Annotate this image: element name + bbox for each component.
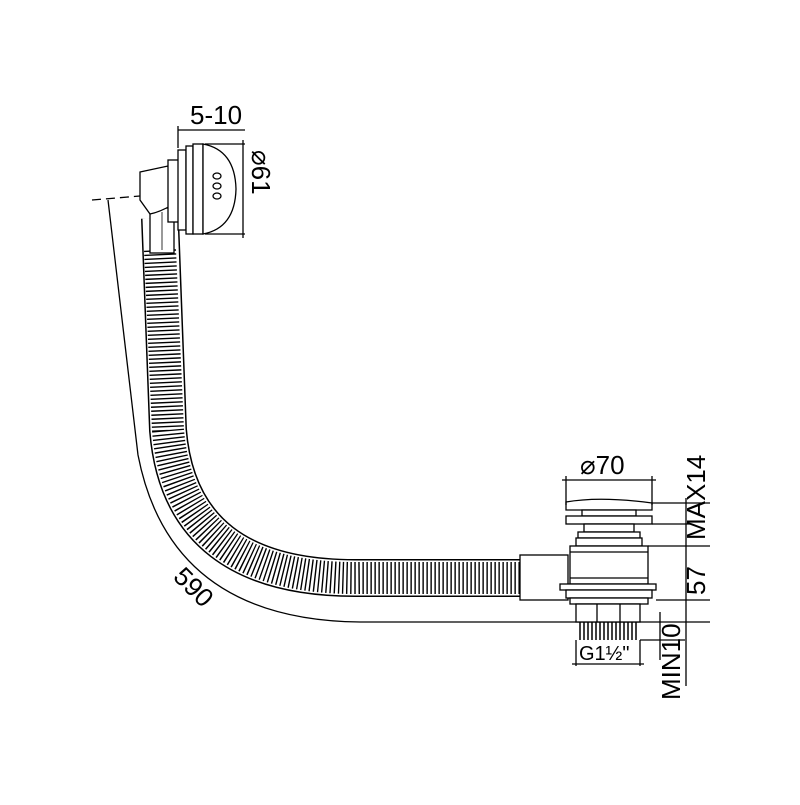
height-dimension-lines (640, 498, 710, 686)
cable-length-label: 590 (168, 561, 220, 613)
cable-outline (107, 199, 710, 623)
thread-dimension (572, 640, 644, 666)
min-height-label: MIN10 (656, 623, 686, 700)
corrugated-hose (141, 217, 540, 598)
overflow-depth-label: 5-10 (190, 100, 242, 130)
waste-diameter-label: ⌀70 (580, 450, 625, 480)
thread-label: G1½" (579, 643, 629, 665)
overflow-fitting (139, 143, 237, 235)
overflow-diameter-dimension (205, 140, 245, 238)
max-height-label: MAX14 (681, 455, 711, 540)
waste-fitting (559, 498, 657, 623)
waste-diameter-dimension (562, 476, 656, 505)
overflow-diameter-label: ⌀61 (246, 150, 276, 195)
overflow-depth-dimension (177, 126, 245, 148)
body-height-label: 57 (681, 566, 711, 595)
waste-thread (579, 622, 637, 640)
hose-lower-pipe (519, 554, 569, 601)
overflow-centerline (91, 195, 141, 201)
